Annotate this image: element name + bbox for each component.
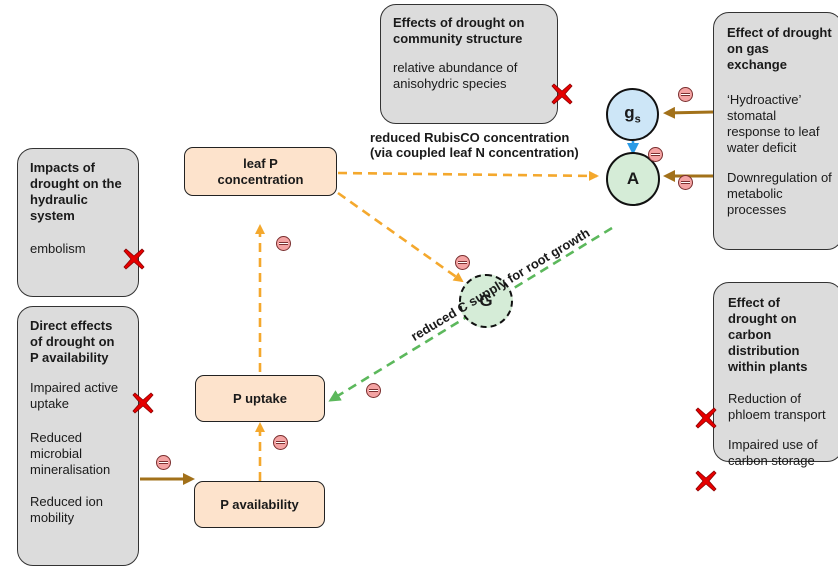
red-cross-icon [695, 407, 717, 429]
community-structure-box: Effects of drought on community structur… [380, 4, 558, 124]
gs-symbol: gs [624, 103, 641, 126]
p-uptake-node: P uptake [195, 375, 325, 422]
gas-exchange-title: Effect of drought on gas exchange [727, 25, 832, 72]
minus-sign-icon [455, 255, 470, 270]
p-availability-title: Direct effects of drought on P availabil… [30, 318, 115, 365]
carbon-item-phloem: Reduction of phloem transport [728, 391, 826, 422]
p-availability-label: P availability [220, 496, 299, 512]
arrow-leafp-to-a [337, 170, 599, 181]
carbon-distribution-title: Effect of drought on carbon distribution… [728, 295, 808, 374]
rubisco-label: reduced RubisCO concentration (via coupl… [370, 130, 579, 160]
carbon-item-storage: Impaired use of carbon storage [728, 437, 818, 468]
arrow-leafp-to-g [337, 191, 464, 283]
growth-node: G [459, 274, 513, 328]
red-cross-icon [132, 392, 154, 414]
minus-sign-icon [678, 87, 693, 102]
minus-sign-icon [648, 147, 663, 162]
rubisco-label-line2: (via coupled leaf N concentration) [370, 145, 579, 160]
p-uptake-label: P uptake [233, 390, 287, 406]
p-availability-node: P availability [194, 481, 325, 528]
photosynthesis-node: A [606, 152, 660, 206]
hydraulic-item-embolism: embolism [30, 241, 86, 256]
minus-sign-icon [273, 435, 288, 450]
rubisco-label-line1: reduced RubisCO concentration [370, 130, 570, 145]
minus-sign-icon [276, 236, 291, 251]
a-symbol: A [626, 169, 640, 188]
gas-exchange-item-stomatal: ‘Hydroactive’ stomatal response to leaf … [727, 92, 820, 155]
arrow-a-to-uptake [328, 226, 613, 402]
arrow-stomatal-to-gs [663, 106, 714, 119]
p-availability-item-mineralisation: Reduced microbial mineralisation [30, 430, 111, 477]
carbon-distribution-box: Effect of drought on carbon distribution… [713, 282, 838, 468]
gas-exchange-box: Effect of drought on gas exchange ‘Hydro… [713, 12, 838, 250]
hydraulic-title: Impacts of drought on the hydraulic syst… [30, 160, 122, 223]
p-availability-item-uptake: Impaired active uptake [30, 380, 119, 411]
minus-sign-icon [366, 383, 381, 398]
community-item-anisohydric: relative abundance of anisohydric specie… [393, 60, 518, 91]
red-cross-icon [123, 248, 145, 270]
gas-exchange-item-metabolic: Downregulation of metabolic processes [727, 170, 832, 217]
g-symbol: G [479, 291, 493, 310]
red-cross-icon [551, 83, 573, 105]
community-structure-title: Effects of drought on community structur… [393, 15, 525, 46]
p-availability-item-ion-mobility: Reduced ion mobility [30, 494, 103, 525]
leaf-p-concentration-node: leaf P concentration [184, 147, 337, 196]
red-cross-icon [695, 470, 717, 492]
stomatal-conductance-node: gs [606, 88, 659, 141]
minus-sign-icon [678, 175, 693, 190]
p-availability-box: Direct effects of drought on P availabil… [17, 306, 139, 566]
leaf-p-concentration-label: leaf P concentration [217, 155, 304, 187]
minus-sign-icon [156, 455, 171, 470]
hydraulic-system-box: Impacts of drought on the hydraulic syst… [17, 148, 139, 297]
